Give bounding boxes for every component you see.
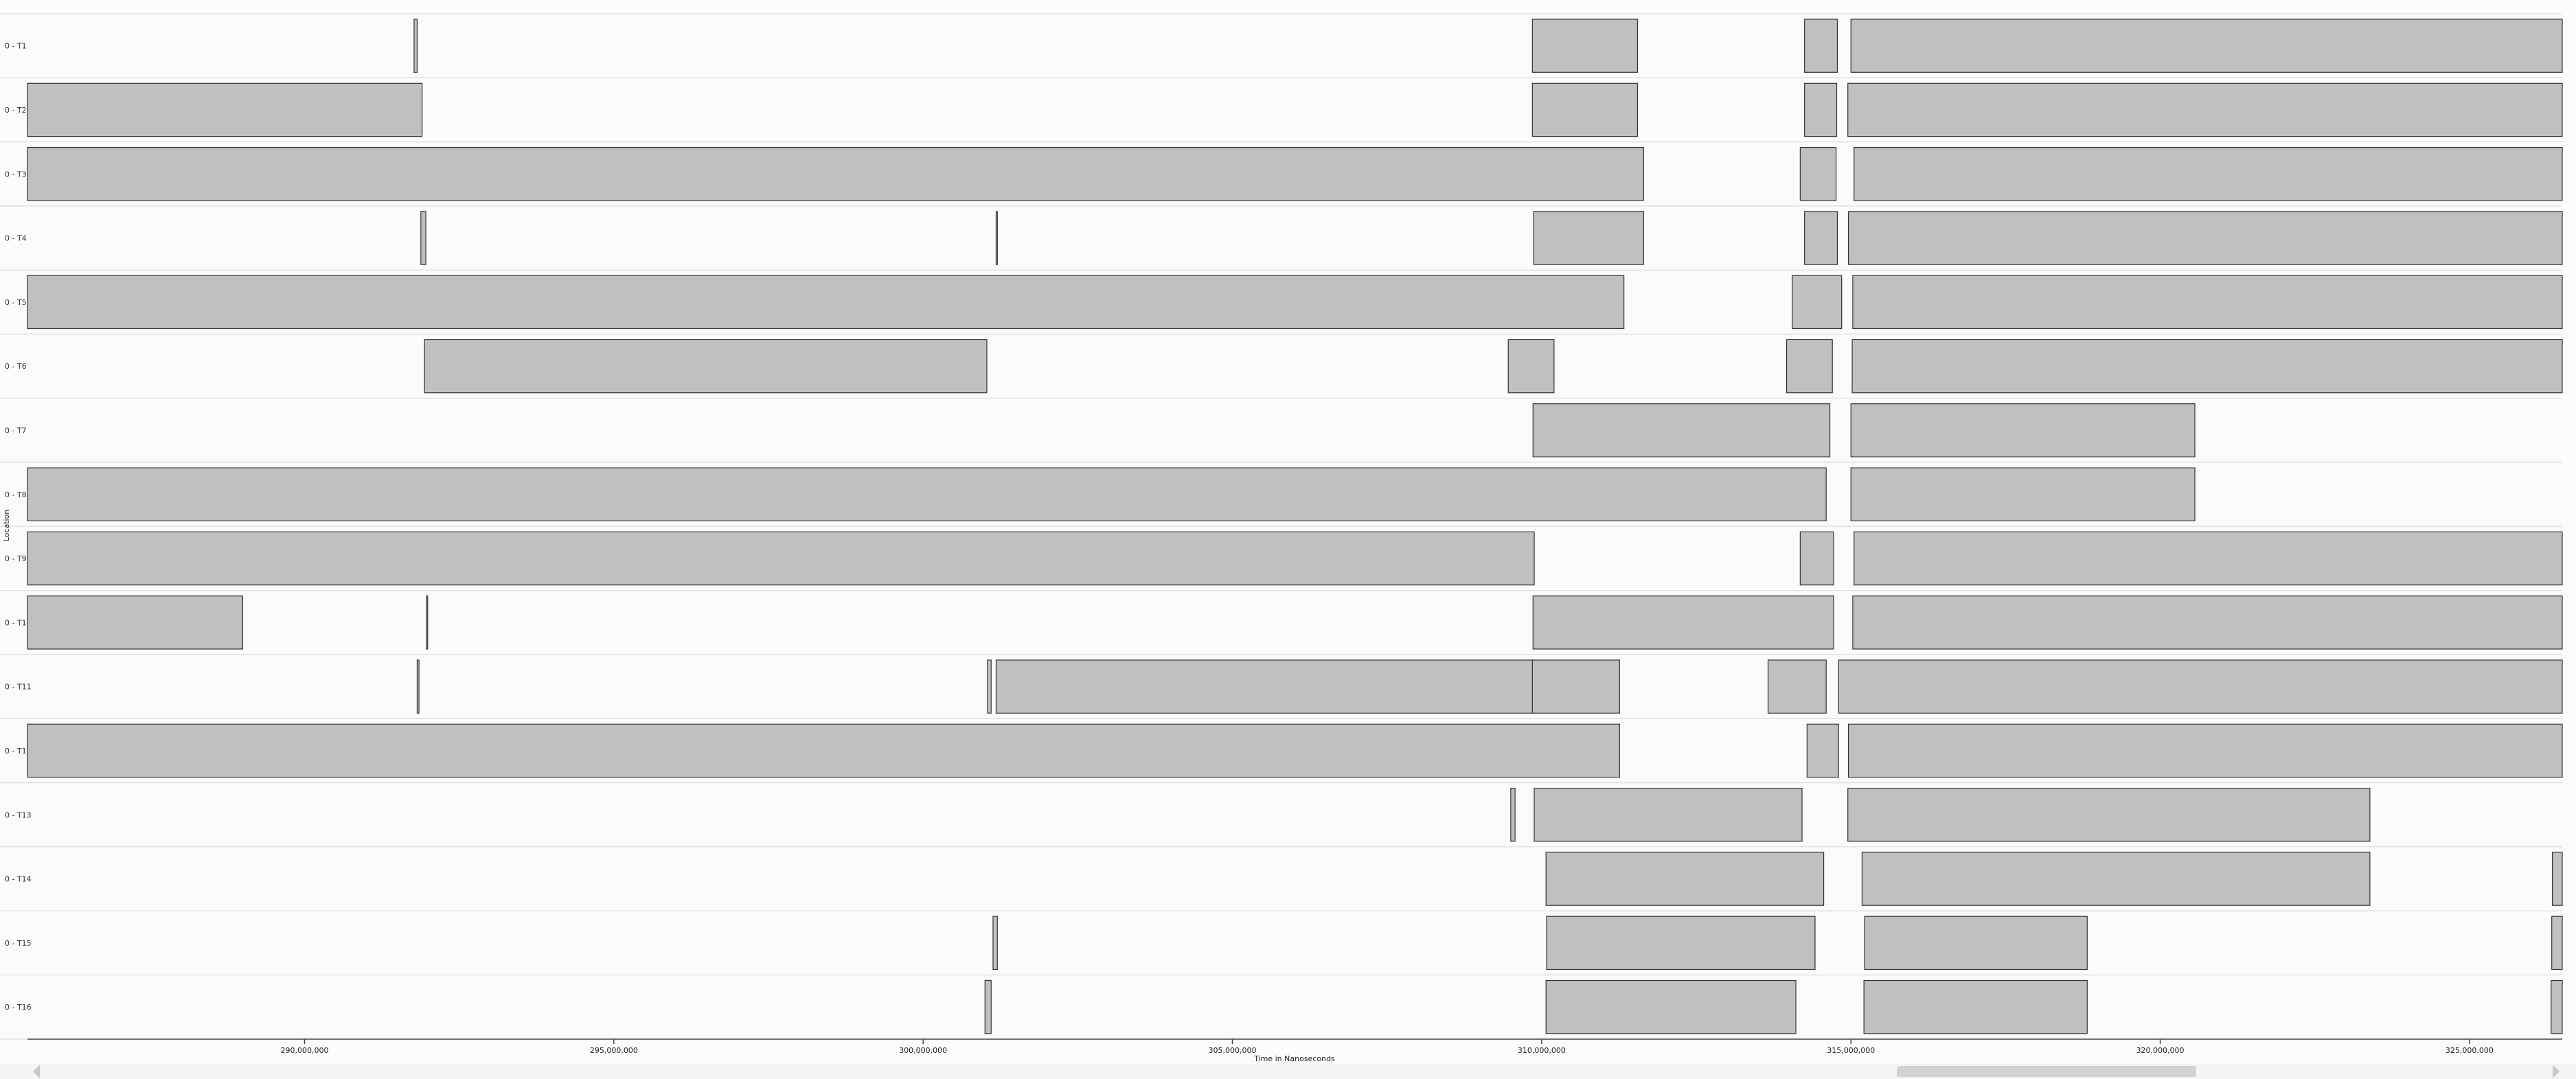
span-bar	[1792, 275, 1843, 330]
span-bar	[987, 659, 992, 714]
span-bar	[1545, 852, 1825, 906]
span-bar	[27, 531, 1535, 586]
span-bar	[1864, 916, 2088, 970]
span-bar	[426, 595, 429, 650]
span-bars	[27, 19, 2563, 1034]
x-tick-label: 315,000,000	[1827, 1046, 1875, 1055]
span-bar	[1850, 19, 2563, 73]
span-bar	[1531, 659, 1620, 714]
span-bar	[27, 595, 244, 650]
span-bar	[1507, 339, 1555, 394]
span-bar	[1546, 916, 1816, 970]
row-labels: 0 - T1 0 - T2 0 - T3 0 - T4 0 - T5 0 - T6 0 - …	[5, 42, 32, 1012]
x-tick-label: 320,000,000	[2136, 1046, 2185, 1055]
row-label: 0 - T11	[5, 683, 32, 692]
span-bar	[2551, 852, 2563, 906]
span-bar	[420, 211, 426, 265]
span-bar	[27, 723, 1620, 778]
row-label: 0 - T15	[5, 939, 32, 948]
x-axis-ticks: 290,000,000 295,000,000 300,000,000 305,000…	[281, 1039, 2494, 1055]
scroll-left-arrow-icon[interactable]	[33, 1065, 40, 1078]
x-tick-label: 325,000,000	[2446, 1046, 2494, 1055]
row-label: 0 - T9	[5, 554, 27, 563]
span-bar	[1799, 147, 1837, 201]
row-label: 0 - T1	[5, 42, 27, 51]
x-axis: 290,000,000 295,000,000 300,000,000 305,000…	[27, 1038, 2562, 1063]
span-bar	[1786, 339, 1833, 394]
span-bar	[1854, 531, 2563, 586]
span-bar	[1804, 19, 1838, 73]
span-bar	[1852, 275, 2563, 330]
span-bar	[1838, 659, 2563, 714]
span-bar	[1850, 403, 2196, 457]
span-bar	[1534, 787, 1803, 842]
row-label: 0 - T8	[5, 490, 27, 499]
span-bar	[1531, 19, 1639, 73]
span-bar	[1852, 595, 2563, 650]
span-bar	[1531, 82, 1639, 137]
span-bar	[992, 916, 998, 970]
span-bar	[1533, 211, 1645, 265]
span-bar	[424, 339, 988, 394]
y-axis-title: Location	[2, 510, 11, 542]
span-bar	[27, 82, 423, 137]
x-tick-label: 310,000,000	[1518, 1046, 1566, 1055]
x-tick-label: 290,000,000	[281, 1046, 329, 1055]
scrollbar-thumb[interactable]	[1897, 1066, 2196, 1077]
row-label: 0 - T3	[5, 170, 27, 179]
span-bar	[1848, 723, 2563, 778]
span-bar	[995, 659, 1536, 714]
span-bar	[2551, 979, 2563, 1034]
span-bar	[1847, 82, 2563, 137]
span-bar	[413, 19, 418, 73]
row-label: 0 - T10	[5, 618, 32, 627]
scroll-right-arrow-icon[interactable]	[2553, 1065, 2560, 1078]
span-bar	[1799, 531, 1834, 586]
row-label: 0 - T5	[5, 298, 27, 307]
span-bar	[27, 275, 1625, 330]
row-label: 0 - T2	[5, 106, 27, 115]
span-bar	[1863, 979, 2088, 1034]
x-tick-label: 295,000,000	[590, 1046, 638, 1055]
span-bar	[1767, 659, 1827, 714]
lane-background	[0, 975, 2562, 1039]
row-label: 0 - T4	[5, 234, 27, 243]
span-bar	[416, 659, 420, 714]
horizontal-scrollbar[interactable]	[0, 1064, 2576, 1079]
span-bar	[1847, 787, 2371, 842]
span-bar	[27, 147, 1645, 201]
span-bar	[1545, 979, 1797, 1034]
x-axis-title: Time in Nanoseconds	[1253, 1054, 1335, 1063]
span-bar	[1510, 787, 1516, 842]
span-bar	[1851, 339, 2563, 394]
span-bar	[1532, 403, 1831, 457]
row-label: 0 - T14	[5, 875, 32, 884]
row-label: 0 - T6	[5, 362, 27, 371]
lane-background	[0, 911, 2562, 975]
span-bar	[1532, 595, 1834, 650]
span-bar	[1861, 852, 2371, 906]
row-label: 0 - T13	[5, 810, 32, 819]
row-label: 0 - T7	[5, 426, 27, 435]
span-bar	[1806, 723, 1839, 778]
span-bar	[1804, 211, 1838, 265]
row-label: 0 - T16	[5, 1003, 32, 1012]
span-bar	[984, 979, 992, 1034]
span-bar	[2551, 916, 2563, 970]
row-label: 0 - T12	[5, 747, 32, 756]
span-bar	[1854, 147, 2563, 201]
span-bar	[1848, 211, 2563, 265]
span-bar	[27, 467, 1827, 521]
x-tick-label: 305,000,000	[1209, 1046, 1257, 1055]
x-tick-label: 300,000,000	[899, 1046, 947, 1055]
span-bar	[1804, 82, 1838, 137]
span-bar	[1850, 467, 2196, 521]
span-bar	[995, 211, 998, 265]
